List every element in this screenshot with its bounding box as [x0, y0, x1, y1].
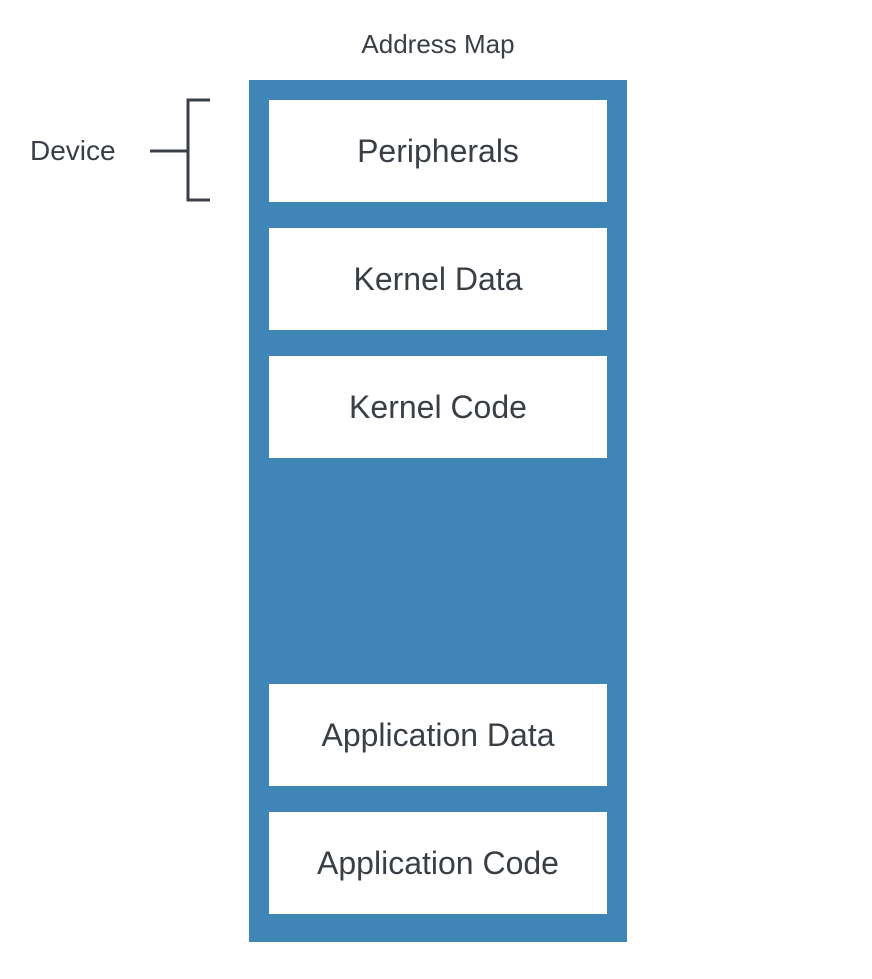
region-kernel-data: Kernel Data — [269, 228, 607, 330]
region-peripherals: Peripherals — [269, 100, 607, 202]
device-label: Device — [30, 135, 116, 166]
region-application-code: Application Code — [269, 812, 607, 914]
device-bracket — [150, 98, 210, 202]
address-map: Peripherals Kernel Data Kernel Code Appl… — [249, 80, 627, 942]
region-kernel-code: Kernel Code — [269, 356, 607, 458]
region-application-data: Application Data — [269, 684, 607, 786]
address-map-title: Address Map — [361, 29, 515, 59]
